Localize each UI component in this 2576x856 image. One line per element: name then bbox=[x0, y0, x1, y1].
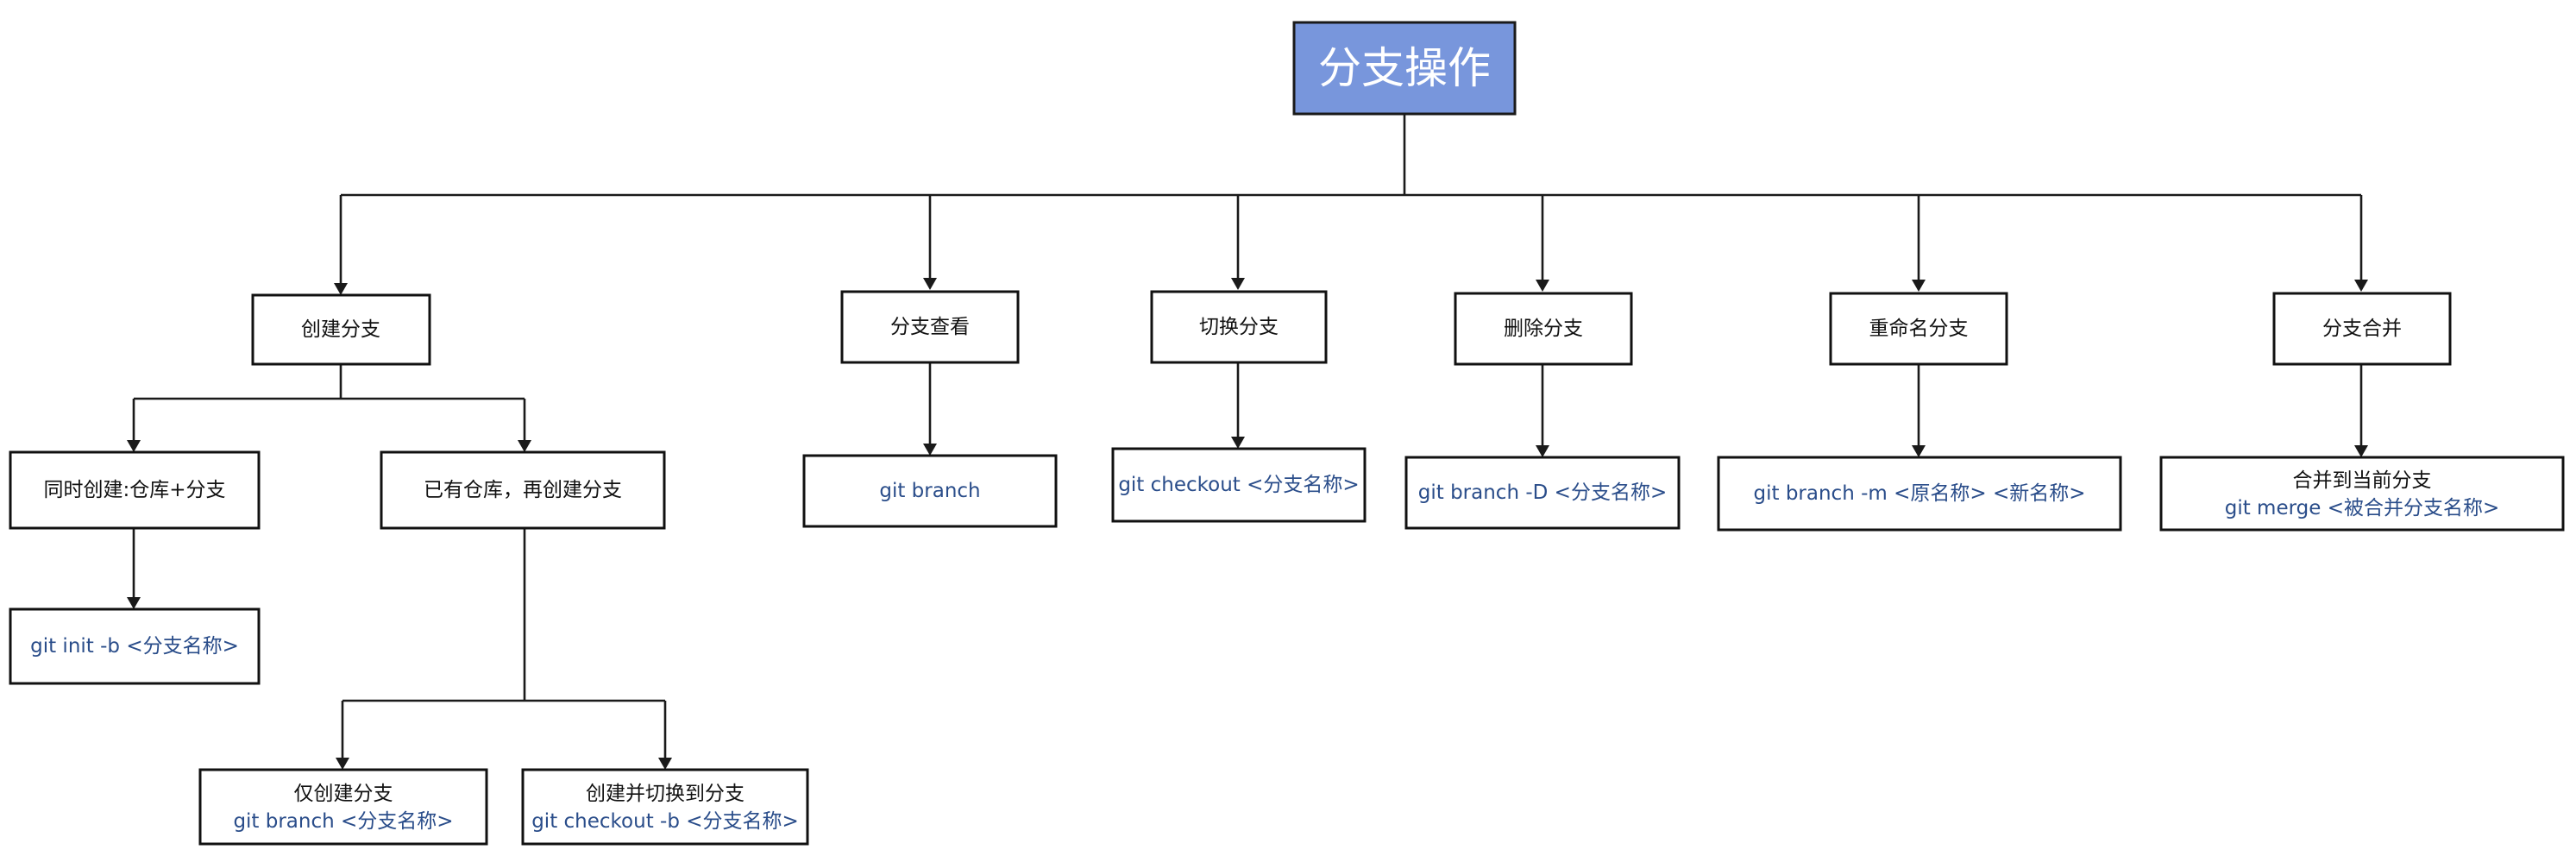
node-checkout-cmd: git checkout <分支名称> bbox=[1111, 447, 1367, 523]
node-view-cmd: git branch bbox=[802, 454, 1058, 528]
node-create-switch: 创建并切换到分支 git checkout -b <分支名称> bbox=[521, 768, 809, 846]
node-merge: 分支合并 bbox=[2272, 292, 2452, 366]
node-create-both-cmd-text: git init -b <分支名称> bbox=[30, 635, 239, 658]
arrow-to-both bbox=[127, 440, 141, 452]
node-rename: 重命名分支 bbox=[1829, 292, 2008, 366]
arrow-delete-cmd bbox=[1536, 445, 1549, 457]
arrow-to-only bbox=[336, 758, 349, 770]
node-checkout-label: 切换分支 bbox=[1199, 316, 1279, 338]
node-checkout-cmd-text: git checkout <分支名称> bbox=[1118, 474, 1359, 496]
node-create-existing-label: 已有仓库，再创建分支 bbox=[424, 479, 622, 501]
arrow-to-view bbox=[923, 278, 937, 290]
arrow-to-merge bbox=[2354, 280, 2368, 292]
node-create-label: 创建分支 bbox=[301, 318, 380, 341]
node-merge-desc: 合并到当前分支 bbox=[2293, 469, 2432, 492]
arrow-both-cmd bbox=[127, 597, 141, 609]
node-merge-label: 分支合并 bbox=[2322, 318, 2402, 340]
node-merge-cmd: 合并到当前分支 git merge <被合并分支名称> bbox=[2159, 456, 2565, 532]
arrow-view-cmd bbox=[923, 444, 937, 456]
node-view-cmd-text: git branch bbox=[879, 480, 980, 502]
node-view-label: 分支查看 bbox=[890, 316, 970, 338]
arrow-to-rename bbox=[1912, 280, 1926, 292]
arrow-to-existing bbox=[518, 440, 531, 452]
node-create-only-label: 仅创建分支 bbox=[294, 783, 393, 805]
node-delete-cmd: git branch -D <分支名称> bbox=[1404, 456, 1681, 530]
node-create: 创建分支 bbox=[251, 293, 431, 366]
node-merge-cmd-text: git merge <被合并分支名称> bbox=[2225, 497, 2500, 519]
node-create-only: 仅创建分支 git branch <分支名称> bbox=[198, 768, 488, 846]
node-root: 分支操作 bbox=[1292, 21, 1517, 116]
node-checkout: 切换分支 bbox=[1150, 290, 1328, 364]
node-delete-label: 删除分支 bbox=[1504, 318, 1583, 340]
node-rename-label: 重命名分支 bbox=[1869, 318, 1969, 340]
node-rename-cmd: git branch -m <原名称> <新名称> bbox=[1717, 456, 2122, 532]
arrow-merge-cmd bbox=[2354, 445, 2368, 457]
arrow-to-delete bbox=[1536, 280, 1549, 292]
node-create-only-cmd: git branch <分支名称> bbox=[233, 810, 453, 833]
arrow-to-switch bbox=[658, 758, 672, 770]
node-create-switch-label: 创建并切换到分支 bbox=[586, 783, 745, 805]
node-delete-cmd-text: git branch -D <分支名称> bbox=[1418, 482, 1667, 504]
node-root-label: 分支操作 bbox=[1318, 43, 1491, 93]
node-delete: 删除分支 bbox=[1454, 292, 1633, 366]
node-create-switch-cmd: git checkout -b <分支名称> bbox=[531, 810, 799, 833]
node-create-both-label: 同时创建:仓库+分支 bbox=[43, 479, 225, 501]
node-view: 分支查看 bbox=[840, 290, 1020, 364]
node-rename-cmd-text: git branch -m <原名称> <新名称> bbox=[1754, 482, 2086, 505]
node-create-both: 同时创建:仓库+分支 bbox=[9, 450, 261, 530]
arrow-checkout-cmd bbox=[1231, 437, 1245, 449]
node-create-both-cmd: git init -b <分支名称> bbox=[9, 607, 261, 685]
node-create-existing: 已有仓库，再创建分支 bbox=[380, 450, 666, 530]
arrow-to-checkout bbox=[1231, 278, 1245, 290]
arrow-to-create bbox=[334, 283, 348, 295]
arrow-rename-cmd bbox=[1912, 445, 1926, 457]
